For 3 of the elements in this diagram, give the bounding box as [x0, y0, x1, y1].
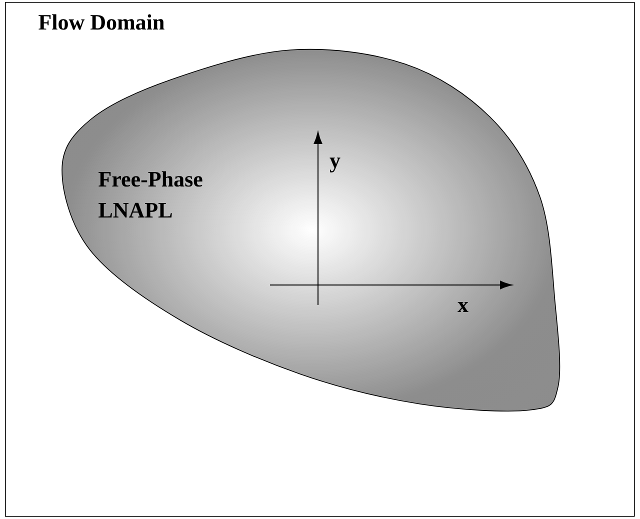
axis-label: y	[330, 158, 340, 172]
heading: Flow Domain	[38, 14, 164, 30]
axis-label: x	[458, 302, 468, 312]
